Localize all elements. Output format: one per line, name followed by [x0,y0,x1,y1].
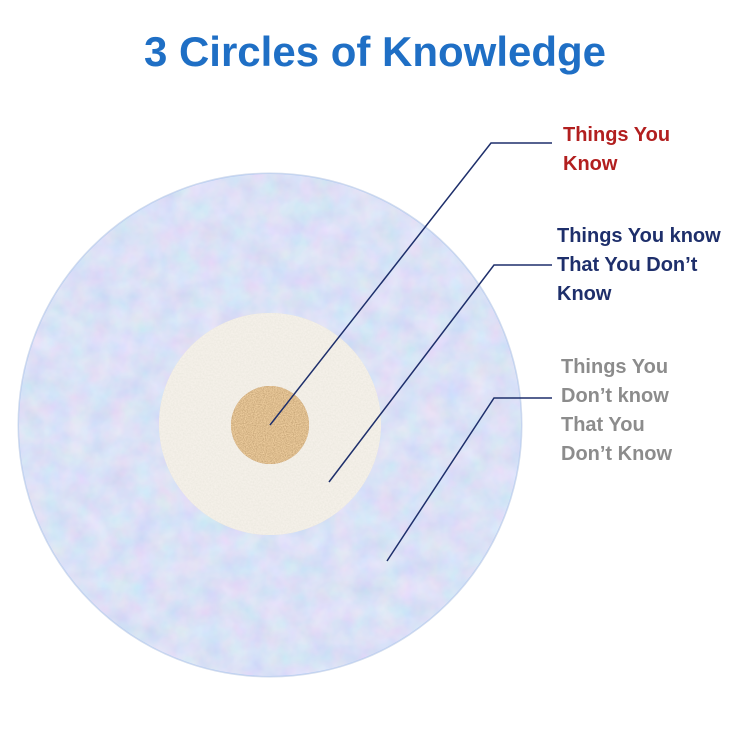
label-line: Don’t Know [561,443,673,465]
label-line: That You Don’t [557,254,698,276]
label-line: Things You [561,356,669,378]
label-line: Know [557,283,612,305]
label-line: Things You [563,124,671,146]
leader-line-things-you-know [269,142,552,426]
label-line: Things You know [557,225,721,247]
label-things-you-dont-know-that-you-dont-know: Things You Don’t know That You Don’t Kno… [561,353,672,469]
label-line: Don’t know [561,385,669,407]
label-line: That You [561,414,645,436]
page-title: 3 Circles of Knowledge [143,28,607,75]
label-things-you-know-that-you-dont-know: Things You know That You Don’t Know [557,222,721,309]
leader-line-dont-know-dont-know [386,397,552,562]
label-things-you-know: Things You Know [563,121,670,179]
label-line: Know [563,153,618,175]
leader-line-know-dont-know [328,264,552,483]
